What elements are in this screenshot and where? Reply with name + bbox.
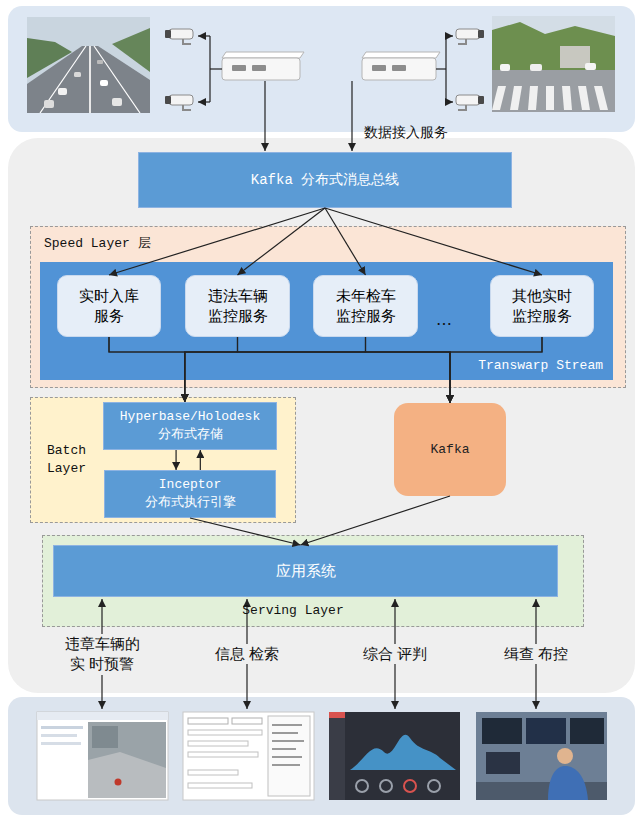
flow-arrow (109, 337, 185, 402)
flow-arrow (109, 337, 450, 403)
flow-arrow (238, 208, 326, 275)
flow-arrow (238, 337, 451, 403)
flow-arrow (109, 208, 325, 275)
flow-arrow (200, 450, 201, 470)
layer-region: Serving Layer 应用系统 (42, 535, 584, 627)
layer-region: Speed Layer 层 Transwarp Stream 实时入库 服务 违法车辆… (30, 226, 626, 388)
camera-wiring (198, 36, 453, 151)
ellipsis-mark: … (436, 309, 452, 331)
flow-arrow (366, 337, 451, 403)
function-label: 信息 检索 (213, 644, 282, 664)
function-label: 综合 评判 (361, 644, 430, 664)
box-text: Inceptor 分布式执行引擎 (130, 476, 250, 511)
function-label: 缉查 布控 (502, 644, 571, 664)
queue-box: Kafka (394, 403, 506, 496)
flow-arrow (185, 337, 542, 402)
crossing-photo (492, 16, 615, 112)
flow-arrow (185, 337, 366, 402)
box-text: Kafka (430, 441, 469, 459)
layer-name: Serving Layer (242, 602, 343, 620)
search-screenshot (183, 712, 314, 800)
service-box: 实时入库 服务 (57, 275, 161, 337)
stream-container: Transwarp Stream 实时入库 服务 违法车辆 监控服务 未年检车 监控服… (40, 262, 613, 380)
flow-arrow (325, 208, 542, 275)
box-text: 违法车辆 监控服务 (198, 286, 278, 327)
access-device (362, 52, 440, 80)
function-label-slot: 综合 评判 (361, 644, 430, 664)
message-bus-box: Kafka 分布式消息总线 (138, 152, 512, 208)
function-label-slot: 信息 检索 (213, 644, 282, 664)
access-device (222, 52, 304, 80)
layer-name: Transwarp Stream (478, 357, 603, 375)
engine-box: Inceptor 分布式执行引擎 (104, 470, 276, 518)
box-text: Kafka 分布式消息总线 (251, 171, 399, 190)
flow-label: 数据接入服务 (364, 123, 448, 142)
ellipsis-mark-slot: … (436, 309, 452, 331)
camera-icon (165, 29, 193, 44)
layer-name: Speed Layer 层 (44, 235, 151, 253)
flow-label-slot: 数据接入服务 (364, 123, 448, 142)
box-text: 应用系统 (276, 561, 336, 581)
camera-icon (456, 29, 484, 44)
layer-region: Batch Layer Hyperbase/Holodesk 分布式存储 Incep… (30, 397, 296, 523)
camera-icon (165, 95, 193, 110)
flow-arrow (300, 496, 450, 545)
app-box: 应用系统 (53, 545, 558, 597)
client-band (8, 697, 635, 815)
box-text: 未年检车 监控服务 (326, 286, 406, 327)
source-band (8, 6, 635, 132)
function-label: 违章车辆的 实 时预警 (63, 634, 142, 675)
flow-arrow (175, 450, 176, 470)
road-photo (27, 17, 150, 113)
box-text: Hyperbase/Holodesk 分布式存储 (110, 408, 270, 443)
dashboard-screenshot (329, 712, 460, 800)
service-box: 违法车辆 监控服务 (185, 275, 290, 337)
service-box: 未年检车 监控服务 (313, 275, 418, 337)
function-label-slot: 缉查 布控 (502, 644, 571, 664)
camera-icon (456, 95, 484, 110)
alert-screenshot (37, 712, 168, 800)
box-text: 其他实时 监控服务 (502, 286, 582, 327)
control-room-photo (476, 712, 607, 800)
storage-box: Hyperbase/Holodesk 分布式存储 (103, 402, 277, 450)
flow-arrow (190, 518, 300, 545)
service-box: 其他实时 监控服务 (490, 275, 594, 337)
box-text: 实时入库 服务 (69, 286, 149, 327)
flow-arrow (185, 337, 238, 402)
flow-arrow (450, 337, 542, 403)
function-label-slot: 违章车辆的 实 时预警 (63, 634, 142, 675)
layer-name: Batch Layer (47, 442, 97, 477)
